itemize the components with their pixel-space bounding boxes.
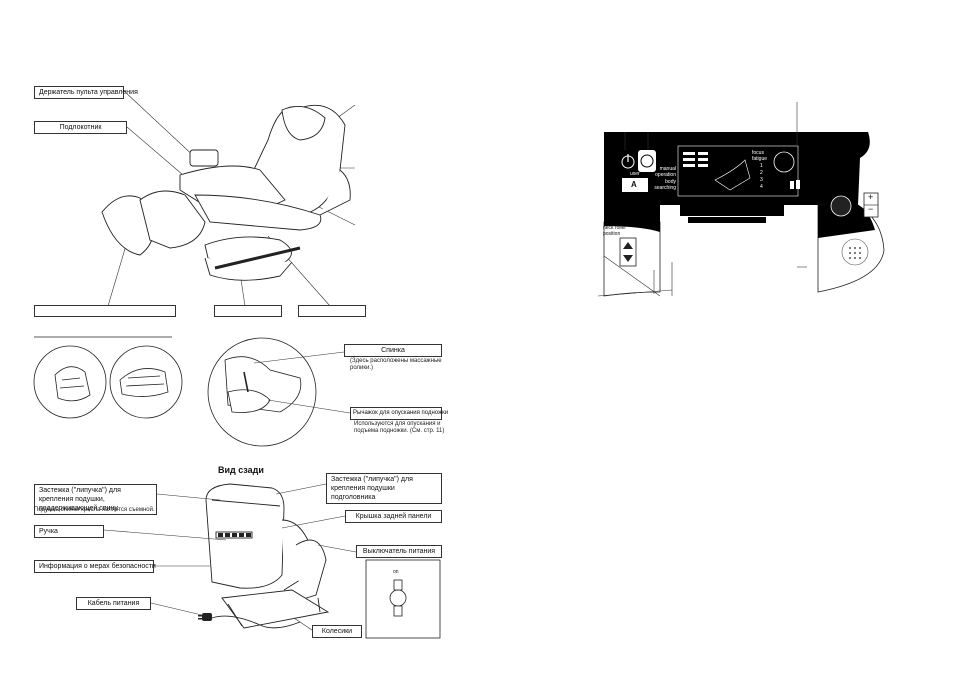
safety-info-label: Информация о мерах безопасности bbox=[34, 560, 156, 573]
rear-view-title: Вид сзади bbox=[218, 465, 264, 475]
footrest-lever-label: Рычажок для опускания подножки bbox=[350, 407, 448, 420]
back-cover-label: Крышка задней панели bbox=[345, 510, 442, 523]
footrest-lever-note: Используются для опускания и подъема под… bbox=[354, 421, 445, 434]
power-cable-label: Кабель питания bbox=[76, 597, 151, 610]
plug-icon bbox=[198, 613, 212, 621]
back-note: (Здесь расположены массажные ролики.) bbox=[350, 358, 442, 371]
plus-button[interactable]: + bbox=[868, 192, 874, 202]
switch-on-text: on bbox=[393, 569, 399, 575]
remote-holder-label: Держатель пульта управления bbox=[34, 86, 138, 99]
bottom-right-label bbox=[298, 305, 366, 317]
display-1: 1 bbox=[760, 163, 763, 169]
manual-operation-text: manual operation bbox=[655, 166, 676, 178]
velcro-back-note: Подушка спинки кресла является съемной. bbox=[34, 507, 155, 513]
bottom-left-label bbox=[34, 305, 176, 317]
minus-button[interactable]: − bbox=[868, 204, 874, 214]
remote-panel bbox=[603, 132, 885, 297]
velcro-back-label: Застежка ("липучка") для крепления подуш… bbox=[34, 484, 157, 515]
display-fatigue: fatigue bbox=[752, 156, 768, 162]
wheels-label: Колесики bbox=[312, 625, 362, 638]
user-value[interactable]: A bbox=[631, 180, 637, 189]
display-3: 3 bbox=[760, 177, 763, 183]
user-label: user bbox=[630, 171, 640, 177]
power-switch-label: Выключатель питания bbox=[356, 545, 442, 558]
rear-view-chair bbox=[205, 483, 330, 629]
footrest-detail-1 bbox=[33, 345, 107, 419]
velcro-headrest-label: Застежка ("липучка") для крепления подуш… bbox=[326, 473, 442, 504]
handle-label: Ручка bbox=[34, 525, 104, 538]
display-4: 4 bbox=[760, 184, 763, 190]
neck-roller-label: neck roller position bbox=[603, 225, 627, 237]
armrest-label: Подлокотник bbox=[34, 121, 127, 134]
back-label: Спинка bbox=[344, 344, 442, 357]
body-searching-text: body searching bbox=[654, 179, 676, 191]
chair-detail-circle bbox=[207, 337, 317, 447]
footrest-detail-2 bbox=[109, 345, 183, 419]
bottom-mid-label bbox=[214, 305, 282, 317]
power-switch-inset bbox=[365, 559, 441, 639]
massage-chair-top bbox=[101, 104, 351, 281]
display-focus: focus bbox=[752, 150, 764, 156]
display-2: 2 bbox=[760, 170, 763, 176]
power-icon bbox=[621, 154, 635, 169]
